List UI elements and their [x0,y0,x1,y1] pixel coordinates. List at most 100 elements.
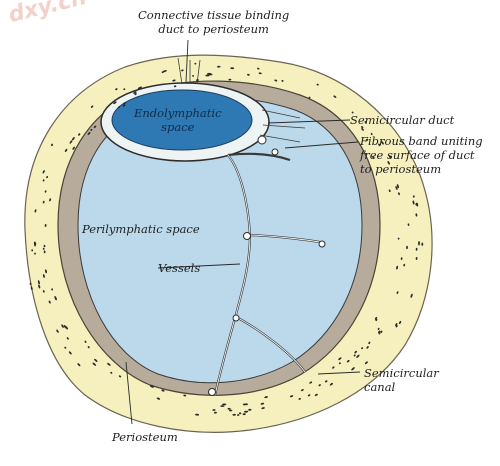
bone-dot [381,141,384,145]
bone-dot [354,350,357,354]
bone-dot [42,200,45,204]
bone-dot [162,70,167,73]
bone-dot [366,138,369,141]
label-semicircular-duct: Semicircular duct [350,113,455,127]
bone-dot [366,346,369,349]
bone-dot [396,265,399,270]
label-fibrous-line-3: to periosteum [360,162,442,176]
bone-dot [415,247,418,251]
bone-dot [48,300,51,304]
bone-dot [397,237,400,240]
bone-dot [353,354,356,357]
bone-dot [149,385,154,388]
bone-dot [117,106,121,109]
label-periosteum: Periosteum [112,430,178,444]
bone-dot [222,403,227,406]
bone-dot [380,330,383,333]
bone-dot [30,286,33,291]
bone-dot [72,146,75,150]
label-vessels: Vessels [158,261,201,275]
bone-dot [229,409,233,412]
bone-dot [69,140,73,144]
bone-dot [396,291,399,294]
bone-dot [316,83,319,86]
bone-dot [258,72,262,75]
bone-dot [42,179,45,182]
bone-dot [398,192,400,196]
bone-dot [61,324,64,328]
bone-dot [46,175,49,179]
bone-dot [238,412,242,415]
bone-dot [228,78,232,81]
bone-dot [173,85,177,88]
bone-dot [217,65,221,68]
bone-dot [122,102,126,105]
bone-dot [181,69,184,72]
bone-dot [407,223,410,226]
bone-dot [398,320,402,325]
bone-dot [406,245,408,250]
bone-dot [212,409,216,411]
bone-dot [51,288,54,291]
bone-dot [318,384,321,387]
bone-dot [43,250,46,254]
bone-dot [133,91,137,94]
bone-dot [361,128,364,131]
bone-dot [37,280,40,285]
bone-dot [418,241,420,246]
bone-dot [232,413,236,416]
bone-dot [351,111,354,114]
leader-lines [125,39,361,425]
bone-dot [410,293,413,298]
bone-dot [388,189,391,193]
bone-dot [248,408,252,411]
bone-dot [264,396,268,399]
bone-dot [118,375,122,378]
label-fibrous-line-1: Fibrous band uniting [360,134,483,148]
bone-dot [257,67,260,70]
bone-dot [195,413,200,416]
bone-dot [364,121,367,124]
bone-dot [192,74,195,77]
label-connective-line-2: duct to periosteum [158,22,269,36]
bone-dot [274,79,278,82]
bone-dot [281,79,284,82]
bone-dot [113,101,117,105]
bone-dot [377,327,380,330]
bone-dot [415,213,418,217]
bone-dot [208,73,213,76]
connective-tissue-fibres [177,57,306,143]
bone-dot [421,242,424,246]
bone-dot [220,405,225,407]
bone-dot [172,79,176,82]
bone-dot [338,357,342,361]
label-endolymphatic-line-1: Endolymphatic [134,106,222,120]
bone-dot [123,88,126,91]
bone-dot [261,407,265,410]
bone-dot [298,397,301,400]
bone-dot [34,252,36,255]
bone-dot [49,198,52,202]
bone-dot [370,132,373,136]
bone-dot [324,380,328,383]
bone-dot [137,86,142,90]
bone-dot [161,389,165,392]
bone-dot [87,132,91,135]
bone-dot [300,389,304,392]
bone-dot [195,79,199,82]
bone-dot [42,247,45,250]
bone-dot [372,156,375,159]
bone-dot [56,329,59,333]
bone-dot [43,244,46,248]
bone-dot [93,125,97,129]
bone-dot [45,269,47,274]
bone-dot [183,394,187,397]
bone-dot [307,394,311,397]
bone-dot [72,137,75,141]
bone-dot [388,155,392,159]
vessel-dots [208,135,326,396]
bone-dot [205,74,210,77]
bone-dot [230,67,235,70]
